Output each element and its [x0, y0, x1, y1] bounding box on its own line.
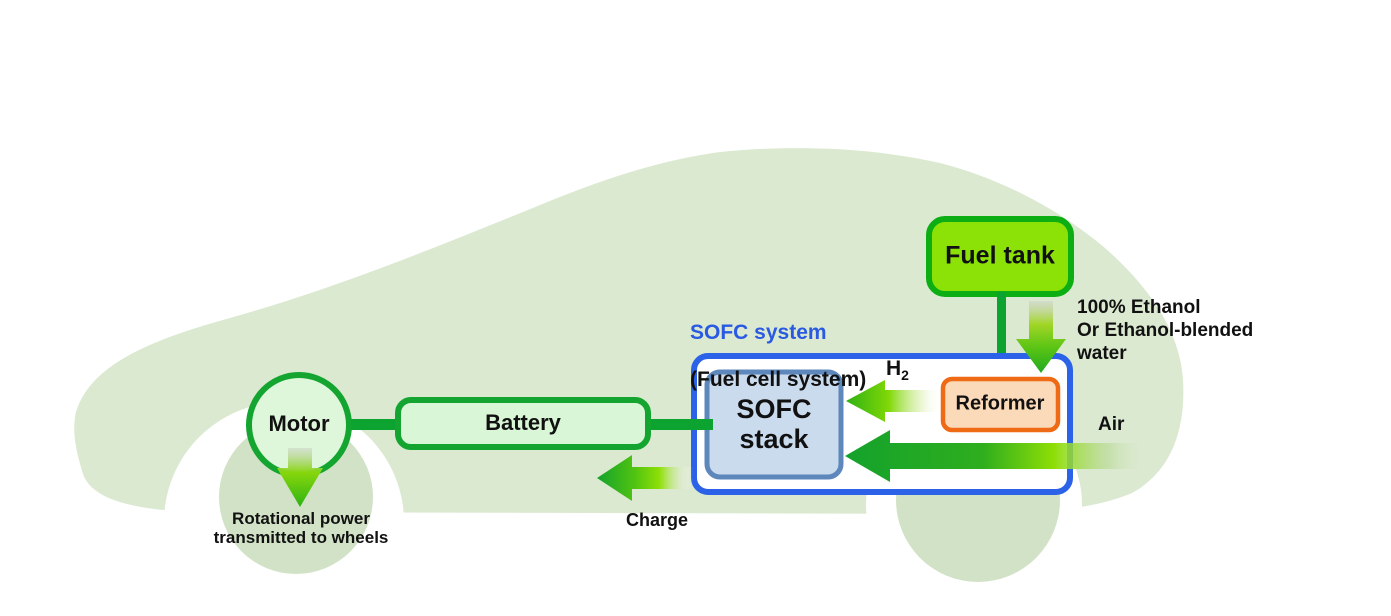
- air-label: Air: [1098, 414, 1125, 435]
- fuel-line: [997, 292, 1006, 384]
- fuel-tank-label: Fuel tank: [945, 241, 1055, 270]
- rotational-power-note: Rotational power transmitted to wheels: [213, 509, 389, 547]
- ethanol-note: 100% Ethanol Or Ethanol-blended water: [1077, 297, 1254, 364]
- motor-label: Motor: [268, 411, 330, 436]
- ethanol-arrow: [1016, 301, 1066, 373]
- wheel-power-arrow: [277, 448, 323, 507]
- charge-arrow: [597, 455, 693, 501]
- motor-battery-connector: [344, 419, 404, 430]
- battery-box: [395, 397, 651, 450]
- reformer-box: [940, 376, 1061, 433]
- system-subtitle: (Fuel cell system): [690, 367, 867, 391]
- battery-stack-connector: [643, 419, 713, 430]
- hydrogen-label-base: H: [886, 357, 902, 380]
- air-arrow: [845, 430, 1152, 482]
- sofc-stack-label: SOFC stack: [736, 393, 812, 454]
- system-title-block: SOFC system (Fuel cell system): [690, 297, 866, 415]
- battery-label: Battery: [485, 410, 561, 435]
- hydrogen-label-sub: 2: [901, 367, 909, 384]
- reformer-label: Reformer: [955, 392, 1045, 415]
- charge-label: Charge: [625, 510, 689, 530]
- hydrogen-arrow: [846, 380, 941, 422]
- system-title: SOFC system: [690, 320, 827, 344]
- hydrogen-label: H2: [886, 357, 909, 383]
